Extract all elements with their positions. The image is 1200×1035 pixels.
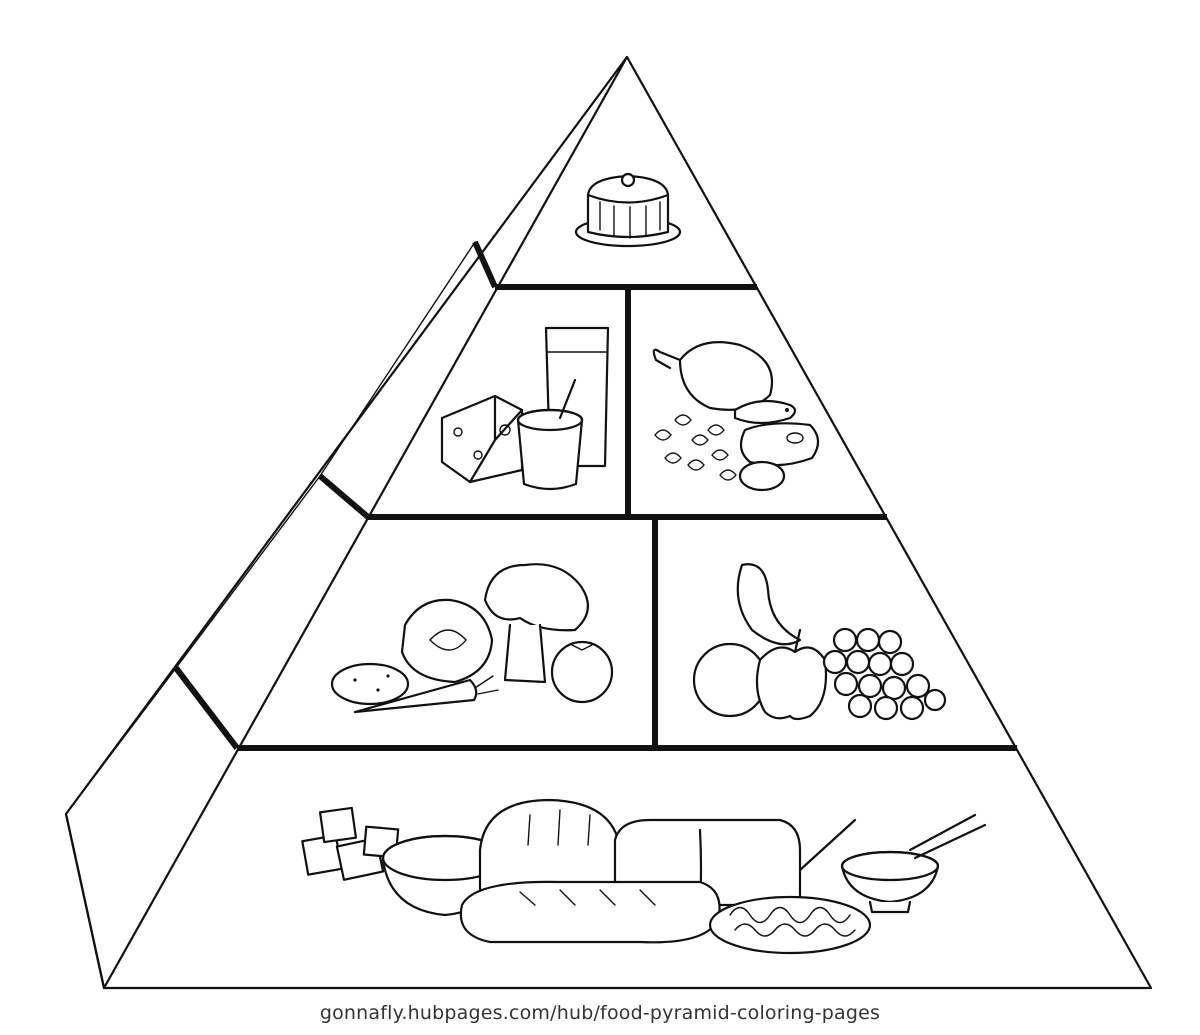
tier-dividers <box>65 240 1017 815</box>
cabbage-icon <box>400 598 494 684</box>
pasta-plate-icon <box>708 818 872 955</box>
steak-icon <box>739 422 820 467</box>
tomato-icon <box>550 640 614 704</box>
source-watermark: gonnafly.hubpages.com/hub/food-pyramid-c… <box>319 1002 881 1024</box>
apple-icon <box>755 628 828 721</box>
baguette-icon <box>459 880 721 944</box>
banana-icon <box>736 563 802 646</box>
chicken-leg-icon <box>652 341 774 411</box>
pyramid-outline <box>64 55 1153 990</box>
broccoli-icon <box>483 563 589 684</box>
carrot-icon <box>353 675 499 714</box>
nuts-icon <box>654 414 737 481</box>
bread-loaf-icon <box>478 798 622 892</box>
cheese-icon <box>440 394 524 484</box>
cake-icon <box>574 172 682 248</box>
yogurt-cup-icon <box>516 378 584 491</box>
rice-bowl-icon <box>840 813 987 914</box>
potato-icon <box>330 662 410 706</box>
fish-icon <box>733 399 797 425</box>
grapes-icon <box>822 627 947 721</box>
egg-icon <box>738 460 786 492</box>
orange-icon <box>692 642 768 718</box>
